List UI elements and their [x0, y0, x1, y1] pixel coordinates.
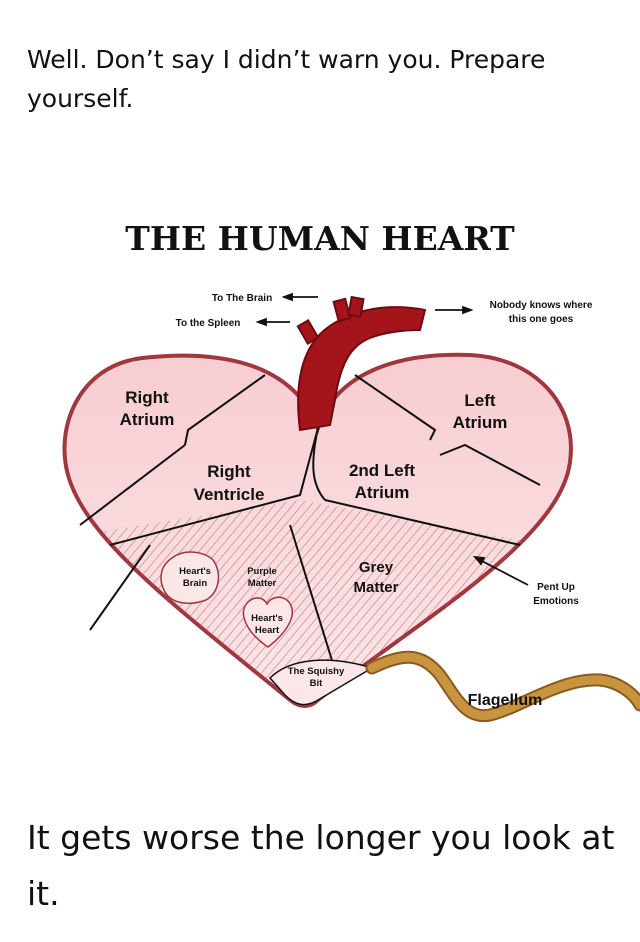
label-hearts-brain-1: Heart's: [179, 566, 211, 577]
label-squishy-bit-1: The Squishy: [288, 666, 345, 677]
label-nobody-knows-2: this one goes: [509, 314, 574, 325]
label-right-atrium-1: Right: [125, 388, 169, 407]
label-to-brain: To The Brain: [212, 293, 272, 304]
hearts-brain-blob: [160, 551, 220, 605]
label-grey-matter-1: Grey: [359, 559, 394, 576]
pent-up-arrow: [472, 555, 529, 586]
label-2nd-left-atrium-2: Atrium: [355, 483, 410, 502]
label-hearts-brain-2: Brain: [183, 578, 207, 589]
aorta-vessels: [296, 295, 427, 432]
label-grey-matter-2: Matter: [353, 579, 398, 596]
label-purple-matter-1: Purple: [247, 566, 277, 577]
flagellum-tail-fill: [367, 652, 640, 721]
diagram-title: THE HUMAN HEART: [125, 219, 515, 258]
label-pent-up-1: Pent Up: [537, 582, 575, 593]
label-left-atrium-2: Atrium: [453, 413, 508, 432]
label-right-ventricle-1: Right: [207, 462, 251, 481]
label-flagellum: Flagellum: [468, 692, 543, 709]
label-2nd-left-atrium-1: 2nd Left: [349, 461, 415, 480]
label-hearts-heart-2: Heart: [255, 625, 280, 636]
label-nobody-knows-1: Nobody knows where: [490, 300, 593, 311]
label-purple-matter-2: Matter: [248, 578, 277, 589]
post-caption-bottom: It gets worse the longer you look at it.: [27, 818, 615, 913]
hearts-heart-shape: [242, 596, 293, 648]
label-to-spleen: To the Spleen: [176, 318, 241, 329]
heart-diagram: THE HUMAN HEART: [0, 200, 640, 780]
label-squishy-bit-2: Bit: [310, 678, 324, 689]
lower-hatched-region: [64, 500, 571, 706]
label-hearts-heart-1: Heart's: [251, 613, 283, 624]
label-right-ventricle-2: Ventricle: [194, 485, 265, 504]
post-caption-top: Well. Don’t say I didn’t warn you. Prepa…: [27, 45, 546, 113]
chamber-division-lines: [79, 374, 541, 671]
top-arrows: [255, 292, 474, 327]
label-left-atrium-1: Left: [464, 391, 496, 410]
heart-diagram-svg: THE HUMAN HEART: [62, 219, 640, 723]
label-right-atrium-2: Atrium: [120, 410, 175, 429]
label-pent-up-2: Emotions: [533, 596, 579, 607]
